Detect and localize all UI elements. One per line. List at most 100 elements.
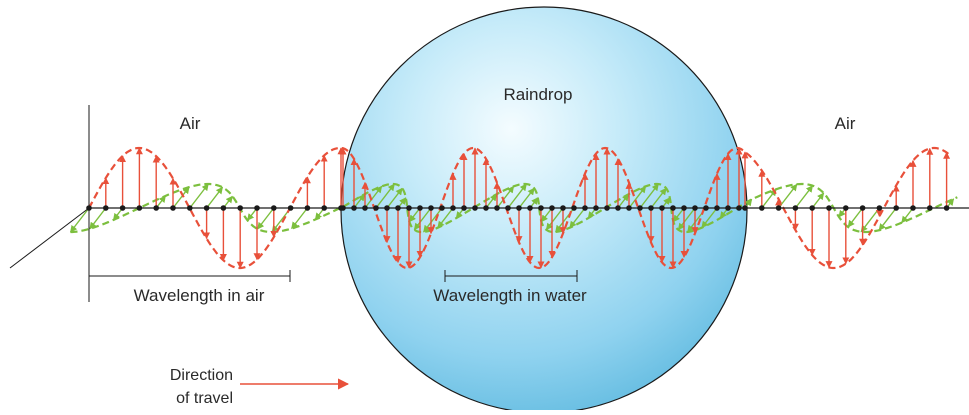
axis-dot <box>876 205 883 211</box>
axis-dot <box>859 205 866 211</box>
magnetic-vector <box>545 207 564 231</box>
axis-dot <box>593 205 599 211</box>
magnetic-vector <box>507 183 527 209</box>
magnetic-vector <box>485 193 498 209</box>
magnetic-vector <box>206 186 224 209</box>
air-left-label: Air <box>180 114 201 133</box>
axis-dot <box>271 205 277 211</box>
axis-dot <box>582 205 588 211</box>
axis-dot <box>615 205 621 211</box>
axis-dot <box>86 205 92 211</box>
direction-label-line1: Direction <box>170 367 233 384</box>
axis-dot <box>681 205 687 211</box>
axis-dot <box>792 205 799 211</box>
axis-dot <box>321 205 328 211</box>
magnetic-vector <box>257 207 275 230</box>
axis-dot <box>910 205 916 211</box>
axis-dot <box>759 205 765 211</box>
magnetic-vector <box>69 207 90 233</box>
axis-dot <box>362 205 368 211</box>
magnetic-vector <box>794 185 814 209</box>
axis-dot <box>560 205 566 211</box>
magnetic-vector <box>540 207 553 223</box>
magnetic-vector <box>847 207 864 228</box>
axis-points <box>86 205 950 211</box>
magnetic-vector <box>701 207 718 229</box>
axis-dot <box>287 205 294 211</box>
axis-dot <box>220 205 227 211</box>
axis-dot <box>604 205 610 211</box>
axis-dot <box>483 205 489 211</box>
magnetic-vector <box>901 207 914 224</box>
magnetic-vector <box>650 187 667 209</box>
axis-dot <box>725 205 731 211</box>
magnetic-vector <box>413 207 432 231</box>
magnetic-vector <box>437 207 454 229</box>
axis-dot <box>943 205 950 211</box>
wavelength-water-bracket <box>444 270 578 282</box>
magnetic-vector <box>617 193 630 209</box>
axis-dot <box>304 205 311 211</box>
axis-dot <box>703 205 709 211</box>
magnetic-vector <box>408 207 421 223</box>
axis-dot <box>714 205 720 211</box>
axis-dot <box>203 205 210 211</box>
axis-dot <box>571 205 577 211</box>
axis-dot <box>549 205 555 211</box>
magnetic-vector <box>353 193 366 209</box>
axis-dot <box>659 205 665 211</box>
axis-dot <box>340 205 346 211</box>
axis-dot <box>648 205 654 211</box>
axis-dot <box>136 205 143 211</box>
raindrop-label: Raindrop <box>504 85 573 104</box>
axis-dot <box>103 205 109 211</box>
axis-dot <box>826 205 832 211</box>
magnetic-vector <box>811 192 825 209</box>
axis-dot <box>736 205 742 211</box>
magnetic-vector <box>496 185 515 209</box>
magnetic-vector <box>878 207 897 231</box>
axis-dot <box>237 205 243 211</box>
magnetic-vector <box>89 207 107 230</box>
axis-dot <box>187 205 193 211</box>
axis-dot <box>809 205 815 211</box>
axis-dot <box>384 205 390 211</box>
axis-dot <box>516 205 522 211</box>
axis-dot <box>428 205 434 211</box>
magnetic-vector <box>189 183 209 209</box>
axis-dot <box>742 205 748 211</box>
axis-dot <box>927 205 933 211</box>
axis-dot <box>670 205 676 211</box>
magnetic-vector <box>172 186 190 209</box>
axis-dot <box>637 205 643 211</box>
axis-dot <box>373 205 379 211</box>
axis-dot <box>775 205 782 211</box>
axis-dot <box>527 205 533 211</box>
magnetic-vector <box>569 207 586 229</box>
magnetic-vector <box>628 185 647 209</box>
direction-label-line2: of travel <box>176 390 233 407</box>
axis-dot <box>494 205 500 211</box>
axis-dot <box>395 205 401 211</box>
magnetic-vector <box>518 187 535 209</box>
axis-dot <box>472 205 478 211</box>
axis-dot <box>893 205 899 211</box>
magnetic-vector <box>672 207 685 223</box>
magnetic-vector <box>423 207 443 233</box>
magnetic-vector <box>364 185 383 209</box>
axis-dot <box>153 205 159 211</box>
electric-field-wave <box>88 146 951 270</box>
magnetic-vector <box>386 187 403 209</box>
magnetic-vector <box>375 183 395 209</box>
axis-dot <box>254 205 260 211</box>
axis-dot <box>351 205 357 211</box>
magnetic-vector <box>677 207 696 231</box>
axis-dot <box>417 205 423 211</box>
wavelength-water-label: Wavelength in water <box>433 286 587 305</box>
axis-dot <box>843 205 849 211</box>
axis-dot <box>505 205 511 211</box>
axis-dot <box>538 205 544 211</box>
air-right-label: Air <box>835 114 856 133</box>
